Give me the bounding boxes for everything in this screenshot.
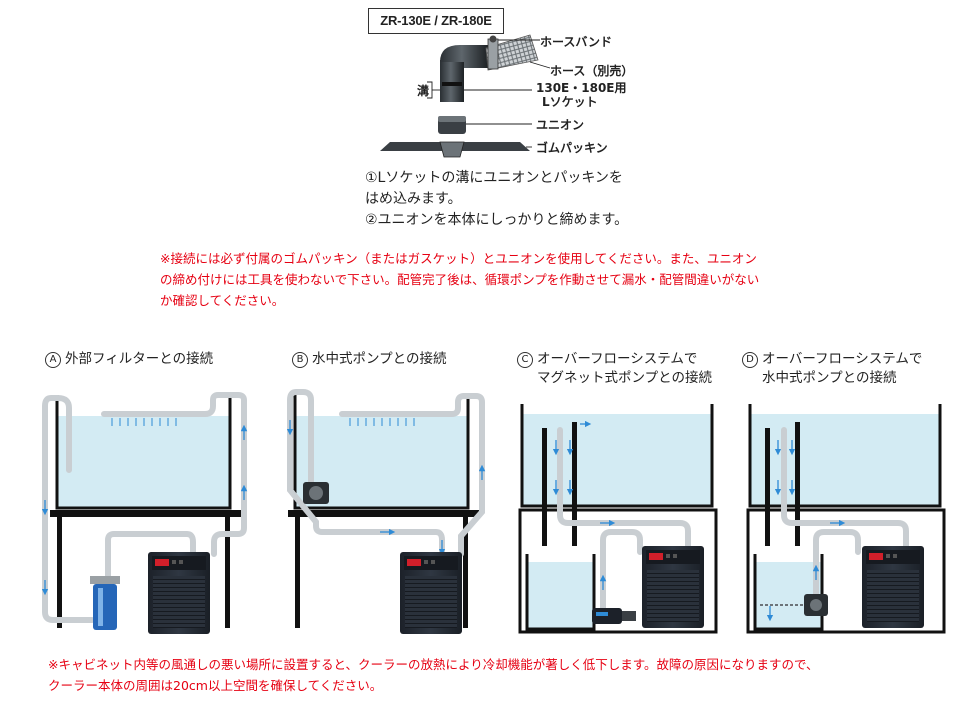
aquarium-tank [748, 404, 942, 508]
flow-arrows [286, 420, 486, 556]
flow-arrows [41, 424, 248, 596]
pipework [42, 392, 247, 623]
cooler-unit [148, 552, 210, 634]
sump-tank [525, 554, 596, 631]
cooler-unit [862, 546, 924, 628]
model-label: ZR-130E / ZR-180E [368, 8, 504, 34]
ventilation-warning-line-1: ※キャビネット内等の風通しの悪い場所に設置すると、クーラーの放熱により冷却機能が… [48, 657, 819, 672]
sump-tank [753, 554, 824, 631]
setup-b-marker: B [292, 352, 308, 368]
flow-arrows [552, 420, 616, 590]
connection-warning-line-3: か確認してください。 [160, 293, 285, 308]
hose-label: ホース（別売） [550, 64, 634, 78]
setup-d-diagram [746, 404, 946, 634]
setup-c-title-line2: マグネット式ポンプとの接続 [537, 370, 712, 386]
spray-arrows [349, 418, 415, 426]
cooler-unit [642, 546, 704, 628]
aquarium-tank [520, 404, 714, 508]
setup-c-marker: C [517, 352, 533, 368]
setup-diagrams [41, 389, 946, 634]
setup-d-marker: D [742, 352, 758, 368]
cooler-inlet-plate [380, 141, 530, 158]
submersible-pump [804, 594, 828, 616]
pipework [557, 427, 691, 615]
aquarium-stand-top [288, 510, 480, 517]
instruction-line-3: ②ユニオンを本体にしっかりと締めます。 [365, 212, 629, 228]
pipework [287, 389, 485, 557]
overflow-pipe [795, 422, 800, 546]
l-socket-label-line2: Lソケット [542, 95, 598, 109]
overflow-pipe [542, 428, 547, 546]
connection-warning-line-2: の締め付けには工具を使わないで下さい。配管完了後は、循環ポンプを作動させて漏水・… [160, 272, 760, 287]
aquarium-water [57, 416, 230, 508]
aquarium-water [750, 414, 940, 506]
flow-arrows [766, 440, 846, 622]
setup-a-diagram [41, 392, 248, 634]
aquarium-stand-top [50, 510, 242, 517]
setup-d-title-line2: 水中式ポンプとの接続 [762, 370, 897, 386]
connection-warning: ※接続には必ず付属のゴムパッキン（またはガスケット）とユニオンを使用してください… [160, 248, 759, 311]
instruction-line-1: ①Lソケットの溝にユニオンとパッキンを [365, 170, 623, 186]
aquarium-tank [55, 395, 232, 510]
aquarium-water [522, 414, 712, 506]
cabinet [746, 508, 946, 634]
ventilation-warning-line-2: クーラー本体の周囲は20cm以上空間を確保してください。 [48, 678, 383, 693]
l-socket [440, 45, 488, 102]
setup-c-title-line1: オーバーフローシステムで [537, 351, 698, 367]
instructions: ①Lソケットの溝にユニオンとパッキンを はめ込みます。 ②ユニオンを本体にしっか… [365, 168, 628, 231]
setup-c-diagram [518, 404, 718, 634]
spray-arrows [111, 418, 177, 426]
groove-label: 溝 [417, 84, 430, 98]
submersible-pump [303, 482, 329, 504]
connection-warning-line-1: ※接続には必ず付属のゴムパッキン（またはガスケット）とユニオンを使用してください… [160, 251, 757, 266]
instruction-line-2: はめ込みます。 [365, 191, 462, 207]
l-socket-label: 130E・180E用 Lソケット [536, 81, 627, 109]
sump-water [527, 562, 594, 629]
l-socket-label-line1: 130E・180E用 [536, 81, 627, 95]
union-label: ユニオン [536, 118, 585, 132]
hose [485, 34, 539, 71]
overflow-pipe [765, 428, 770, 546]
setup-a-marker: A [45, 352, 61, 368]
hose-band-label: ホースバンド [540, 35, 613, 49]
overflow-pipe [572, 422, 577, 546]
gasket-label: ゴムパッキン [536, 141, 608, 155]
cooler-unit [400, 552, 462, 634]
hose-band [487, 35, 499, 70]
union-nut [438, 116, 466, 134]
setup-b-title: 水中式ポンプとの接続 [312, 351, 447, 367]
setup-b-diagram [286, 389, 486, 634]
setup-a-title: 外部フィルターとの接続 [65, 351, 214, 367]
l-socket-diagram [380, 34, 551, 158]
setup-d-title-line1: オーバーフローシステムで [762, 351, 923, 367]
cabinet [518, 508, 718, 634]
magnet-pump [592, 608, 636, 624]
aquarium-tank [293, 395, 470, 510]
ventilation-warning: ※キャビネット内等の風通しの悪い場所に設置すると、クーラーの放熱により冷却機能が… [48, 654, 818, 696]
external-filter [90, 576, 120, 630]
